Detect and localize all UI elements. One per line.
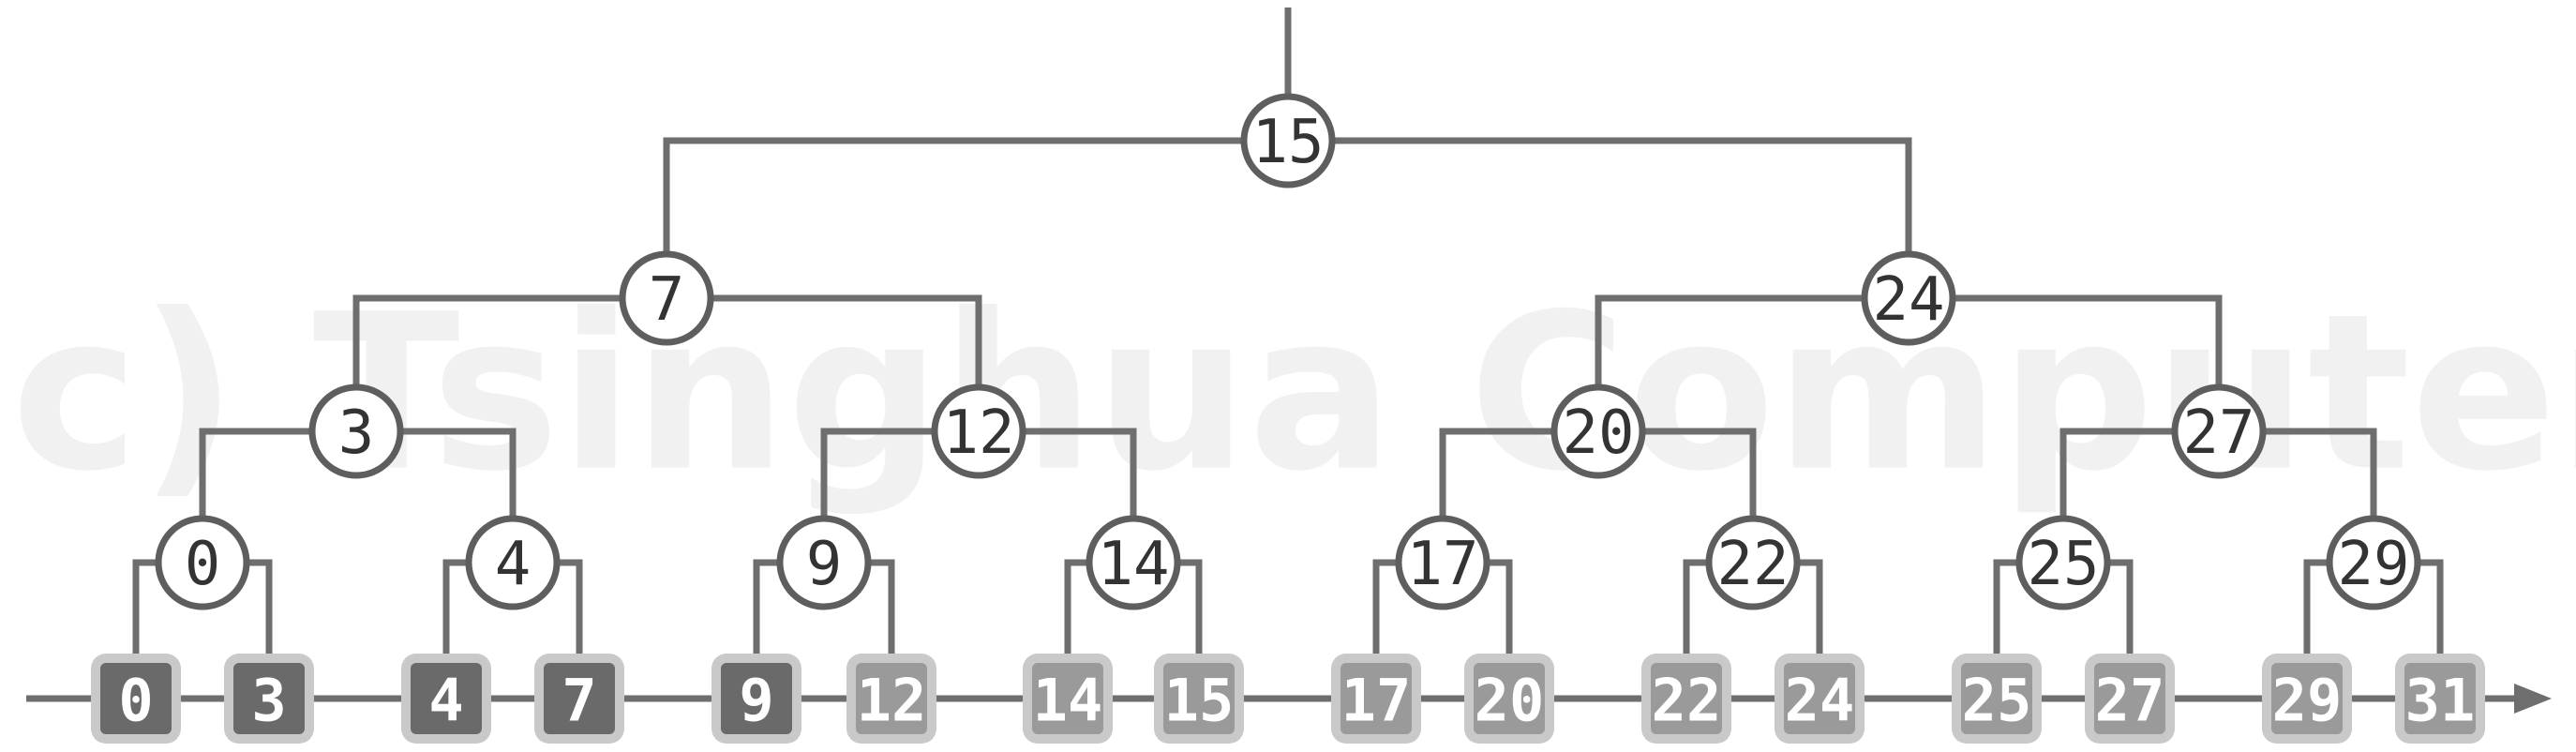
leaf-row: 0 3 4 7 9 12 14 15 17 20 22 24 25 27 29 31: [91, 654, 2485, 744]
watermark-text: (c) Tsinghua Computer: [0, 269, 2576, 519]
leaf-label: 15: [1164, 667, 1235, 735]
leaf-label: 25: [1962, 667, 2032, 735]
node-circle: [1086, 515, 1181, 610]
leaf-box: [1163, 663, 1235, 734]
node-circle: [2171, 384, 2267, 479]
node-label: 20: [1562, 399, 1634, 468]
leaf-label: 9: [739, 667, 773, 735]
leaf-node: 25: [1952, 654, 2042, 744]
node-circle: [2015, 515, 2111, 610]
internal-nodes: 15 7 24 3 12 20 27 0 4 9 14 17 22 25 29: [155, 93, 2421, 610]
leaf-label: 12: [857, 667, 927, 735]
node-label: 4: [495, 530, 532, 599]
node-label: 12: [942, 399, 1014, 468]
tree-node: 17: [1395, 515, 1490, 610]
node-circle: [465, 515, 561, 610]
tree-node: 15: [1240, 93, 1336, 188]
leaf-node: 15: [1154, 654, 1244, 744]
leaf-node: 31: [2395, 654, 2485, 744]
leaf-box: [1340, 663, 1412, 734]
node-label: 27: [2182, 399, 2254, 468]
leaf-box: [1474, 663, 1545, 734]
node-circle: [619, 250, 714, 346]
leaf-box: [1651, 663, 1722, 734]
leaf-label: 31: [2405, 667, 2476, 735]
node-label: 24: [1872, 265, 1944, 335]
node-circle: [2326, 515, 2421, 610]
leaf-node: 20: [1464, 654, 1554, 744]
node-circle: [931, 384, 1026, 479]
node-circle: [1240, 93, 1336, 188]
leaf-node: 22: [1641, 654, 1731, 744]
leaf-box: [2094, 663, 2165, 734]
node-label: 15: [1251, 108, 1324, 177]
leaf-label: 4: [428, 667, 463, 735]
tree-node: 27: [2171, 384, 2267, 479]
leaf-node: 9: [711, 654, 801, 744]
node-label: 22: [1716, 530, 1789, 599]
leaf-label: 14: [1033, 667, 1103, 735]
node-label: 9: [806, 530, 843, 599]
tree-node: 25: [2015, 515, 2111, 610]
node-label: 0: [185, 530, 221, 599]
axis-arrow: [2514, 684, 2552, 714]
node-circle: [1550, 384, 1646, 479]
leaf-node: 12: [846, 654, 936, 744]
tree-node: 4: [465, 515, 561, 610]
leaf-label: 24: [1785, 667, 1855, 735]
leaf-label: 0: [118, 667, 153, 735]
node-label: 7: [649, 265, 685, 335]
leaf-node: 0: [91, 654, 181, 744]
node-label: 3: [338, 399, 375, 468]
node-circle: [155, 515, 250, 610]
node-label: 29: [2337, 530, 2409, 599]
leaf-label: 29: [2272, 667, 2343, 735]
tree-node: 14: [1086, 515, 1181, 610]
node-circle: [1395, 515, 1490, 610]
leaf-label: 7: [562, 667, 596, 735]
leaf-box: [856, 663, 927, 734]
tree-node: 3: [308, 384, 404, 479]
leaf-node: 7: [534, 654, 624, 744]
leaf-label: 3: [251, 667, 286, 735]
node-circle: [1861, 250, 1956, 346]
leaf-label: 27: [2095, 667, 2165, 735]
tree-node: 0: [155, 515, 250, 610]
tree-node: 20: [1550, 384, 1646, 479]
node-circle: [308, 384, 404, 479]
leaf-box: [2271, 663, 2343, 734]
node-label: 25: [2027, 530, 2099, 599]
leaf-box: [721, 663, 792, 734]
tree-node: 24: [1861, 250, 1956, 346]
leaf-label: 20: [1475, 667, 1545, 735]
node-label: 17: [1406, 530, 1478, 599]
leaf-box: [2404, 663, 2476, 734]
node-label: 14: [1097, 530, 1169, 599]
leaf-node: 27: [2085, 654, 2175, 744]
leaf-node: 3: [224, 654, 314, 744]
leaf-box: [1961, 663, 2032, 734]
tree-node: 29: [2326, 515, 2421, 610]
leaf-box: [233, 663, 305, 734]
leaf-node: 17: [1331, 654, 1421, 744]
tree-node: 22: [1705, 515, 1801, 610]
leaf-node: 29: [2262, 654, 2352, 744]
node-circle: [1705, 515, 1801, 610]
leaf-node: 14: [1023, 654, 1113, 744]
tree-node: 12: [931, 384, 1026, 479]
leaf-box: [411, 663, 482, 734]
leaf-node: 24: [1775, 654, 1865, 744]
tree-node: 9: [776, 515, 872, 610]
tree-node: 7: [619, 250, 714, 346]
leaf-node: 4: [401, 654, 491, 744]
leaf-box: [1032, 663, 1103, 734]
leaf-label: 22: [1652, 667, 1722, 735]
leaf-label: 17: [1341, 667, 1412, 735]
node-circle: [776, 515, 872, 610]
leaf-box: [544, 663, 615, 734]
leaf-box: [100, 663, 172, 734]
leaf-box: [1784, 663, 1855, 734]
